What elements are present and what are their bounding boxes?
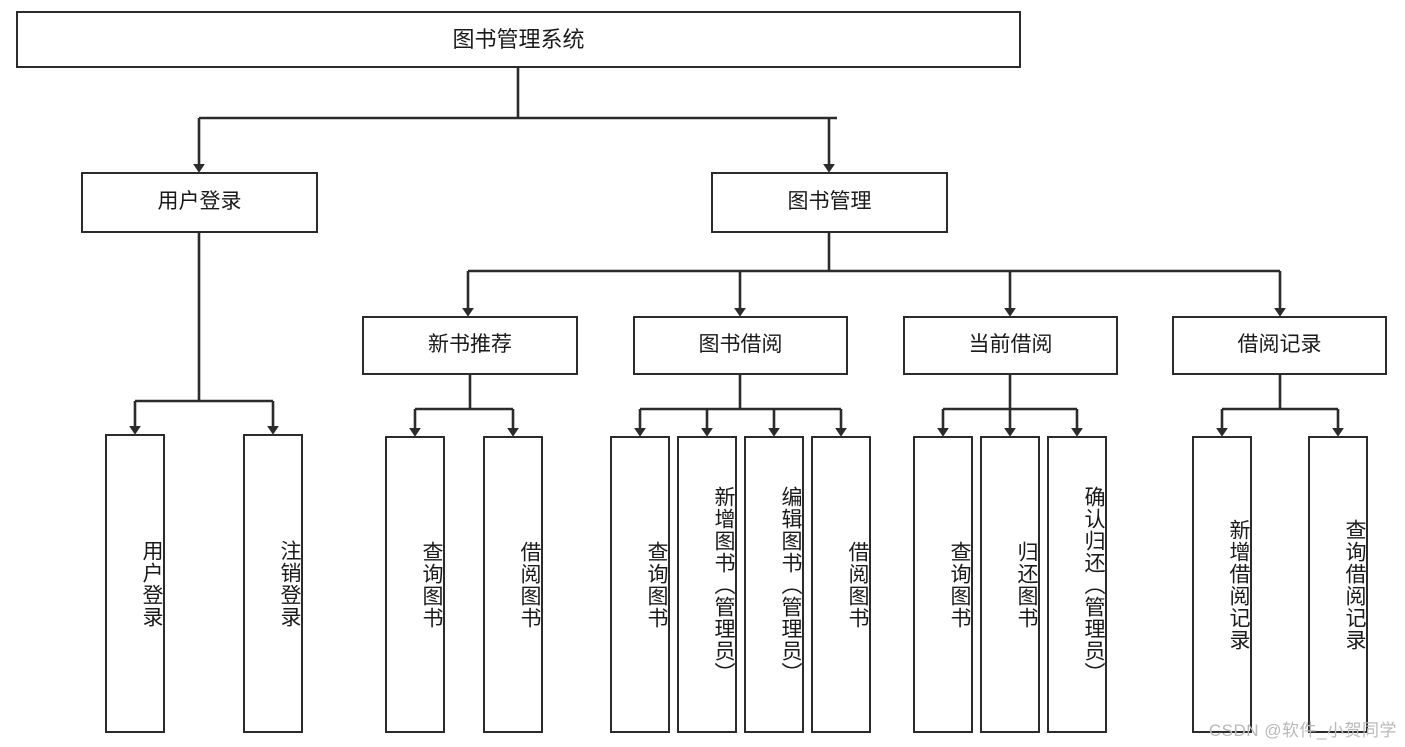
leaf-borrow-query-book[interactable]: 查询图书 — [610, 436, 670, 733]
node-label: 用户登录 — [140, 539, 163, 628]
node-user-login[interactable]: 用户登录 — [81, 172, 318, 233]
node-label: 当前借阅 — [968, 333, 1053, 357]
leaf-recommend-borrow-book[interactable]: 借阅图书 — [483, 436, 543, 733]
leaf-current-return-book[interactable]: 归还图书 — [980, 436, 1040, 733]
node-label: 注销登录 — [278, 539, 301, 628]
node-book-management[interactable]: 图书管理 — [711, 172, 948, 233]
node-root-system[interactable]: 图书管理系统 — [16, 11, 1021, 68]
node-label: 借阅记录 — [1237, 333, 1322, 357]
node-label: 借阅图书 — [518, 540, 541, 629]
leaf-record-add-record[interactable]: 新增借阅记录 — [1192, 436, 1252, 733]
leaf-recommend-query-book[interactable]: 查询图书 — [385, 436, 445, 733]
leaf-current-confirm-return-admin[interactable]: 确认归还（管理员） — [1047, 436, 1107, 733]
leaf-record-query-record[interactable]: 查询借阅记录 — [1308, 436, 1368, 733]
node-borrow-record[interactable]: 借阅记录 — [1172, 316, 1387, 375]
node-label: 编辑图书（管理员） — [779, 485, 802, 684]
node-label: 图书管理系统 — [452, 26, 585, 52]
node-label: 查询图书 — [420, 540, 443, 629]
leaf-borrow-add-book-admin[interactable]: 新增图书（管理员） — [677, 436, 737, 733]
node-label: 确认归还（管理员） — [1082, 485, 1105, 684]
node-label: 查询借阅记录 — [1343, 518, 1366, 651]
node-label: 查询图书 — [645, 540, 668, 629]
leaf-user-login-logout[interactable]: 注销登录 — [243, 434, 303, 733]
leaf-borrow-edit-book-admin[interactable]: 编辑图书（管理员） — [744, 436, 804, 733]
node-label: 借阅图书 — [846, 540, 869, 629]
node-label: 图书管理 — [787, 190, 872, 214]
node-new-book-recommend[interactable]: 新书推荐 — [362, 316, 578, 375]
node-label: 新增借阅记录 — [1227, 518, 1250, 651]
node-book-borrow[interactable]: 图书借阅 — [633, 316, 848, 375]
leaf-current-query-book[interactable]: 查询图书 — [913, 436, 973, 733]
node-label: 查询图书 — [948, 540, 971, 629]
node-label: 用户登录 — [157, 190, 242, 214]
leaf-borrow-borrow-book[interactable]: 借阅图书 — [811, 436, 871, 733]
leaf-user-login-login[interactable]: 用户登录 — [105, 434, 165, 733]
watermark: CSDN @软件_小贺同学 — [1208, 721, 1397, 740]
node-current-borrow[interactable]: 当前借阅 — [903, 316, 1118, 375]
node-label: 新书推荐 — [428, 333, 512, 357]
node-label: 新增图书（管理员） — [712, 485, 735, 684]
node-label: 图书借阅 — [698, 333, 783, 357]
node-label: 归还图书 — [1015, 540, 1038, 629]
